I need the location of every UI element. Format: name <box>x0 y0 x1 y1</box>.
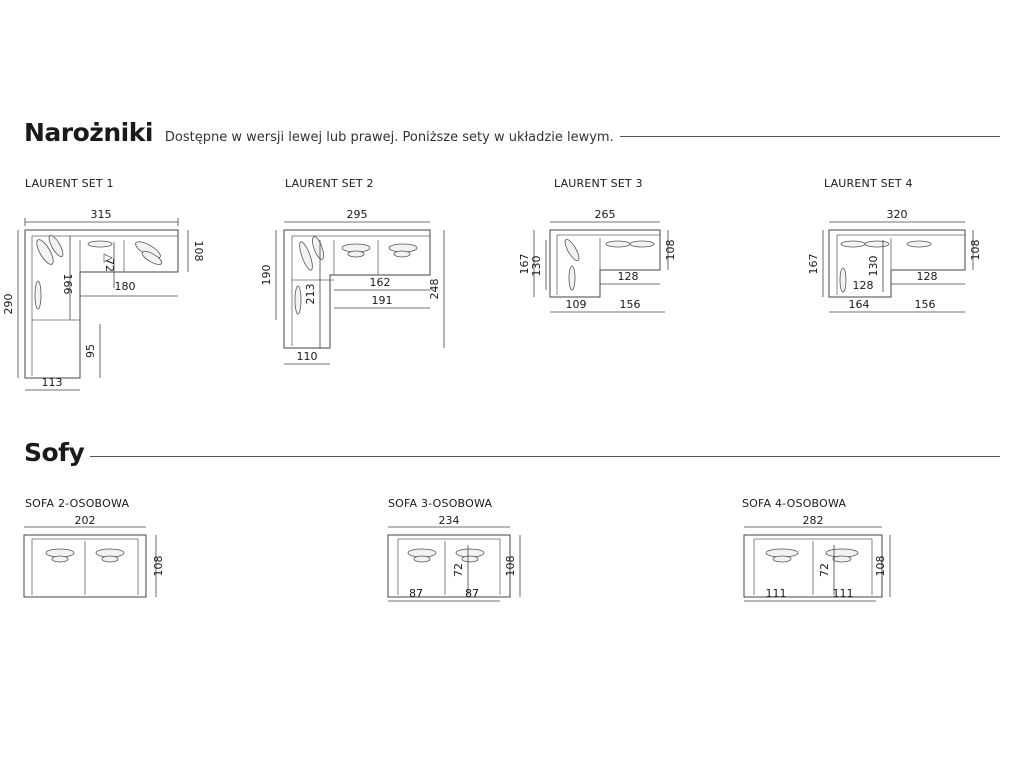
set4-dim-167: 167 <box>807 254 820 275</box>
set2-dim-191: 191 <box>372 294 393 307</box>
sofas-section-header: Sofy <box>24 438 1000 467</box>
set2-dim-248: 248 <box>428 279 441 300</box>
set2-plan: 295 190 213 162 191 248 110 <box>260 208 445 365</box>
set1-label: LAURENT SET 1 <box>25 177 114 190</box>
sofas-divider <box>90 456 1000 457</box>
set4-dim-164: 164 <box>849 298 870 311</box>
set4-plan: 320 167 130 108 128 128 164 156 <box>807 208 982 313</box>
sofa4-dim-282: 282 <box>803 514 824 527</box>
sofa3-dim-72: 72 <box>452 563 465 577</box>
set1-dim-108: 108 <box>192 241 205 262</box>
set4-dim-128-left: 128 <box>853 279 874 292</box>
sofa3-dim-87-left: 87 <box>409 587 423 600</box>
set3-dim-128: 128 <box>618 270 639 283</box>
set1-dim-113: 113 <box>42 376 63 389</box>
set3-dim-156: 156 <box>620 298 641 311</box>
sofa3-dim-108: 108 <box>504 556 517 577</box>
sofa2-outline <box>23 534 147 598</box>
set2-dim-295: 295 <box>347 208 368 221</box>
set4-dim-130: 130 <box>867 256 880 277</box>
set3-sofa-outline <box>549 229 661 298</box>
set1-dim-180: 180 <box>115 280 136 293</box>
sofa3-plan: 234 108 72 87 87 <box>387 514 521 602</box>
sofa2-label: SOFA 2-OSOBOWA <box>25 497 130 510</box>
set3-plan: 265 167 130 108 128 109 156 <box>518 208 677 313</box>
sofa2-dim-108: 108 <box>152 556 165 577</box>
set4-dim-320: 320 <box>887 208 908 221</box>
set4-label: LAURENT SET 4 <box>824 177 913 190</box>
set4-dim-108: 108 <box>969 240 982 261</box>
set1-dim-290: 290 <box>2 294 15 315</box>
corners-subtitle: Dostępne w wersji lewej lub prawej. Poni… <box>164 130 614 145</box>
set1-plan: 315 108 166 72 180 290 95 113 <box>2 208 205 391</box>
set1-dim-95: 95 <box>84 344 97 358</box>
sofa3-dim-234: 234 <box>439 514 460 527</box>
set2-dim-213: 213 <box>304 284 317 305</box>
set4-dim-156: 156 <box>915 298 936 311</box>
set1-dim-166: 166 <box>61 274 74 295</box>
set3-dim-167: 167 <box>518 254 531 275</box>
set2-dim-162: 162 <box>370 276 391 289</box>
set4-dim-128-right: 128 <box>917 270 938 283</box>
sofa4-plan: 282 108 72 111 111 <box>743 514 891 602</box>
set3-label: LAURENT SET 3 <box>554 177 643 190</box>
sofa3-label: SOFA 3-OSOBOWA <box>388 497 493 510</box>
set1-dim-315: 315 <box>91 208 112 221</box>
sofa4-dim-111-right: 111 <box>833 587 854 600</box>
set3-dim-108: 108 <box>664 240 677 261</box>
sofas-title: Sofy <box>24 438 85 467</box>
sofa4-dim-72: 72 <box>818 563 831 577</box>
corners-divider <box>619 136 1000 137</box>
corners-section-header: Narożniki Dostępne w wersji lewej lub pr… <box>24 118 1000 147</box>
set2-sofa-outline <box>283 229 431 349</box>
sofa4-dim-111-left: 111 <box>766 587 787 600</box>
set3-dim-265: 265 <box>595 208 616 221</box>
sofa3-dim-87-right: 87 <box>465 587 479 600</box>
set3-dim-109: 109 <box>566 298 587 311</box>
set2-label: LAURENT SET 2 <box>285 177 374 190</box>
corners-title: Narożniki <box>24 118 153 147</box>
set2-dim-190: 190 <box>260 265 273 286</box>
sofa2-plan: 202 108 <box>23 514 165 598</box>
set3-dim-130: 130 <box>530 256 543 277</box>
sofa4-dim-108: 108 <box>874 556 887 577</box>
set4-sofa-outline <box>828 229 966 298</box>
sofa2-dim-202: 202 <box>75 514 96 527</box>
set2-dim-110: 110 <box>297 350 318 363</box>
set1-sofa-outline <box>24 229 179 379</box>
sofa4-label: SOFA 4-OSOBOWA <box>742 497 847 510</box>
set1-dim-72: 72 <box>103 258 116 272</box>
sofa3-outline <box>387 534 511 598</box>
